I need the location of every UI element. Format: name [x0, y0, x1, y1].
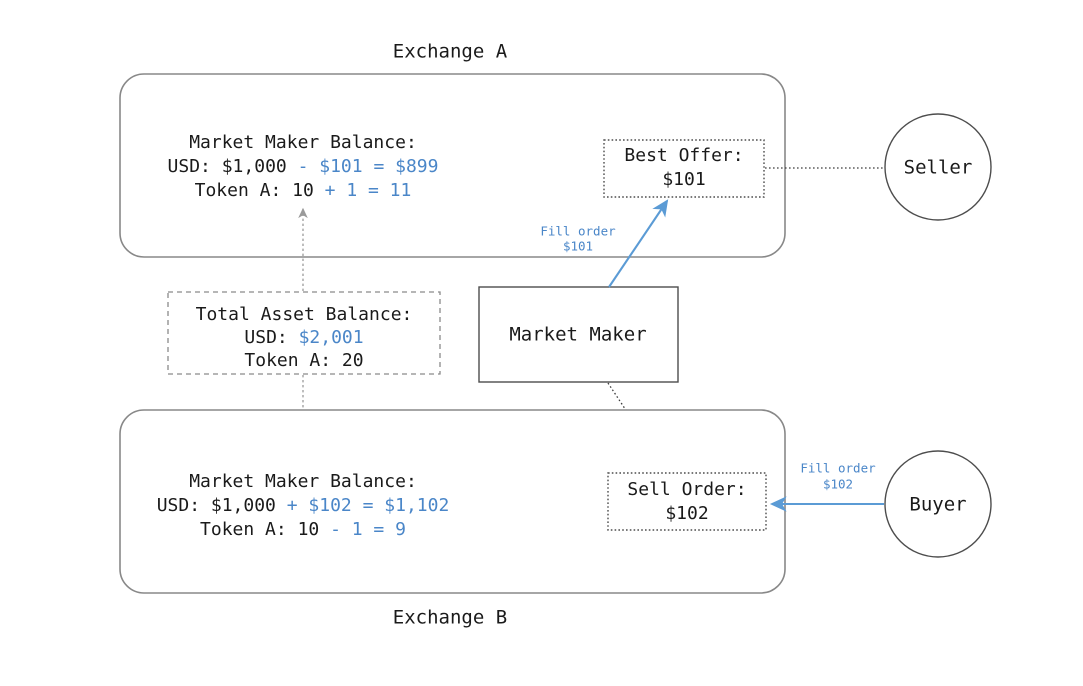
- total-asset-heading: Total Asset Balance:: [196, 304, 413, 325]
- buyer-label: Buyer: [909, 494, 966, 516]
- exchange-b-balance-token: Token A: 10 - 1 = 9: [200, 519, 406, 540]
- sell-order-line1: Sell Order:: [627, 479, 746, 500]
- best-offer-line2: $101: [662, 169, 705, 190]
- exchange-a-usd-delta: - $101 = $899: [287, 156, 439, 177]
- total-asset-usd-label: USD:: [244, 327, 298, 348]
- best-offer-line1: Best Offer:: [624, 145, 743, 166]
- market-maker-label: Market Maker: [509, 324, 646, 346]
- exchange-a-token-delta: + 1 = 11: [314, 180, 412, 201]
- exchange-b-label: Exchange B: [393, 607, 507, 629]
- total-asset-usd: USD: $2,001: [244, 327, 363, 348]
- exchange-a-token-prefix: Token A: 10: [195, 180, 314, 201]
- exchange-b-token-prefix: Token A: 10: [200, 519, 319, 540]
- exchange-a-container: [119, 73, 786, 258]
- exchange-a-balance-token: Token A: 10 + 1 = 11: [195, 180, 412, 201]
- exchange-b-usd-prefix: USD: $1,000: [157, 495, 276, 516]
- fill-order-bottom-line2: $102: [823, 477, 853, 492]
- fill-order-top-line2: $101: [563, 239, 593, 254]
- exchange-a-label: Exchange A: [393, 41, 508, 63]
- best-offer-box[interactable]: [603, 139, 765, 198]
- total-asset-usd-value: $2,001: [299, 327, 364, 348]
- fill-order-top-line1: Fill order: [540, 224, 616, 239]
- exchange-b-token-delta: - 1 = 9: [319, 519, 406, 540]
- sell-order-line2: $102: [665, 503, 708, 524]
- exchange-b-usd-delta: + $102 = $1,102: [276, 495, 449, 516]
- total-asset-balance-box: [167, 291, 441, 375]
- fill-order-bottom-line1: Fill order: [800, 461, 876, 476]
- exchange-b-balance-heading: Market Maker Balance:: [189, 471, 417, 492]
- seller-label: Seller: [904, 157, 973, 179]
- fill-order-top-arrow: [608, 199, 669, 288]
- exchange-b-balance-usd: USD: $1,000 + $102 = $1,102: [157, 495, 450, 516]
- sell-order-box[interactable]: [607, 472, 767, 531]
- buyer-node[interactable]: [884, 450, 992, 558]
- exchange-a-balance-heading: Market Maker Balance:: [189, 132, 417, 153]
- exchange-a-balance-usd: USD: $1,000 - $101 = $899: [168, 156, 439, 177]
- seller-node[interactable]: [884, 113, 992, 221]
- market-maker-box[interactable]: [478, 286, 679, 383]
- exchange-a-usd-prefix: USD: $1,000: [168, 156, 287, 177]
- total-asset-token: Token A: 20: [244, 350, 363, 371]
